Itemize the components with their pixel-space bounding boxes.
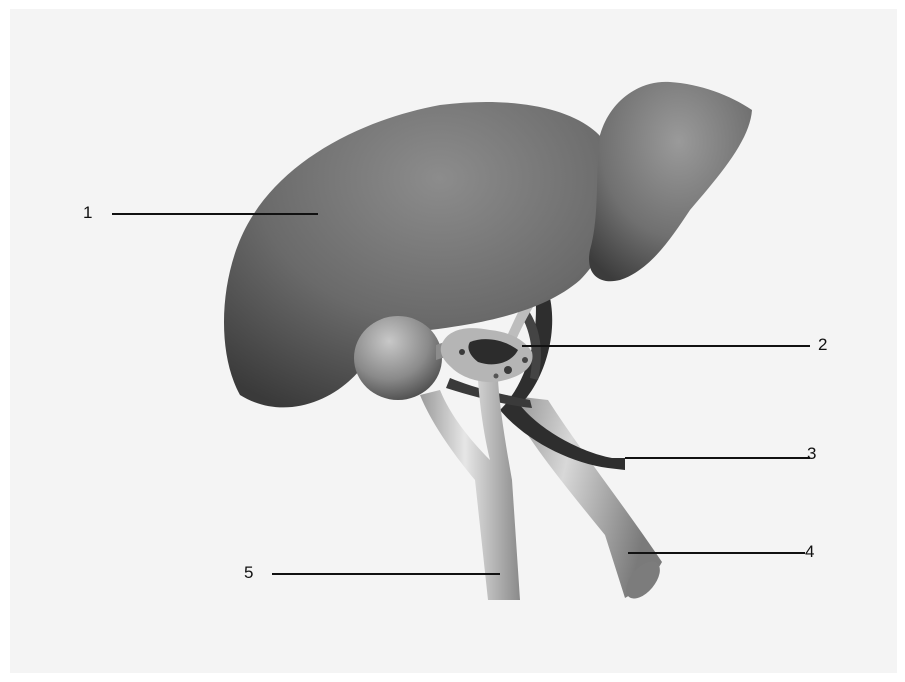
liver-left-lobe <box>589 82 752 281</box>
callout-label-2: 2 <box>818 336 827 354</box>
callout-label-3: 3 <box>807 445 816 463</box>
callout-label-1: 1 <box>83 204 92 222</box>
hilar-lesion-mass <box>441 328 533 382</box>
callout-label-5: 5 <box>244 564 253 582</box>
gallbladder-shape <box>354 316 442 400</box>
callout-label-4: 4 <box>805 543 814 561</box>
